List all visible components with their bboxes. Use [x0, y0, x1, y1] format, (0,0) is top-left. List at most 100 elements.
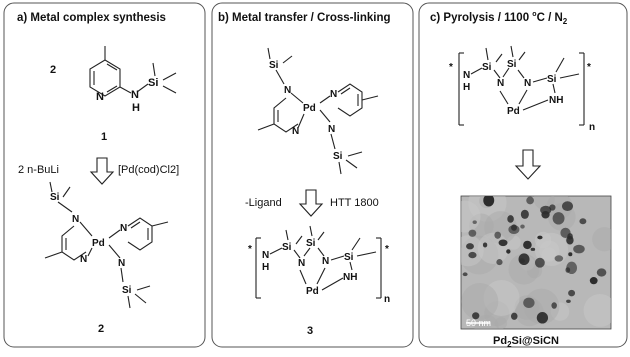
- svg-text:N: N: [96, 91, 104, 103]
- tem-background-mottle: [508, 253, 540, 285]
- tem-nanoparticle: [573, 244, 585, 254]
- svg-text:NH: NH: [549, 95, 563, 106]
- svg-text:Si: Si: [507, 59, 517, 70]
- tem-nanoparticle: [554, 255, 564, 262]
- svg-text:N: N: [72, 214, 79, 225]
- polymer-3-structure: * * N H Si N Si N Si NH Pd n 3: [248, 225, 390, 337]
- tem-background-mottle: [506, 235, 521, 250]
- svg-text:Si: Si: [482, 62, 492, 73]
- tem-nanoparticle: [466, 243, 474, 250]
- tem-background-mottle: [461, 282, 499, 321]
- tem-nanoparticle: [526, 196, 534, 205]
- reagent-coefficient: 2: [50, 64, 56, 76]
- tem-nanoparticle: [541, 211, 550, 219]
- tem-nanoparticle: [537, 235, 543, 240]
- pd-complex-structure: Si N Pd N N N Si: [257, 47, 379, 175]
- svg-text:N: N: [330, 89, 337, 100]
- compound-label-2: 2: [98, 323, 104, 335]
- svg-text:N: N: [292, 126, 299, 137]
- tem-background-mottle: [474, 314, 499, 329]
- reagent-pd-cod: [Pd(cod)Cl2]: [118, 164, 179, 176]
- tem-background-mottle: [494, 317, 508, 329]
- tem-nanoparticle: [520, 224, 525, 229]
- svg-text:N: N: [497, 78, 504, 89]
- compound-1-structure: 2 N N H Si 1: [50, 46, 177, 143]
- svg-text:Pd: Pd: [303, 103, 316, 114]
- svg-text:Si: Si: [50, 192, 60, 203]
- svg-text:Si: Si: [547, 74, 557, 85]
- tem-micrograph: 50 nm: [460, 195, 612, 330]
- tem-nanoparticle: [596, 268, 607, 277]
- svg-text:*: *: [587, 62, 591, 73]
- arrow-b: -Ligand HTT 1800: [245, 189, 379, 217]
- tem-nanoparticle: [507, 215, 514, 223]
- compound-label-3: 3: [307, 325, 313, 337]
- tem-background-mottle: [515, 297, 544, 327]
- tem-nanoparticle: [568, 252, 573, 257]
- svg-text:n: n: [589, 122, 595, 133]
- tem-nanoparticle: [568, 289, 576, 297]
- svg-text:N: N: [262, 250, 269, 261]
- tem-nanoparticle: [530, 247, 536, 251]
- svg-text:Si: Si: [122, 285, 132, 296]
- svg-text:Pd: Pd: [306, 286, 319, 297]
- tem-nanoparticle: [468, 251, 477, 259]
- tem-background-mottle: [477, 232, 509, 264]
- tem-nanoparticle: [462, 272, 468, 277]
- reagent-nbuli: 2 n-BuLi: [18, 164, 59, 176]
- svg-text:*: *: [385, 244, 389, 255]
- panel-c-header: c) Pyrolysis / 1100 oC / N2: [430, 11, 568, 26]
- compound-label-1: 1: [101, 131, 107, 143]
- tem-nanoparticle: [494, 231, 501, 239]
- svg-text:N: N: [284, 85, 291, 96]
- tem-nanoparticle: [549, 204, 556, 211]
- svg-text:Si: Si: [333, 151, 343, 162]
- tem-nanoparticle: [536, 312, 549, 324]
- tem-background-mottle: [468, 196, 507, 222]
- svg-text:N: N: [80, 254, 87, 265]
- tem-nanoparticle: [534, 257, 545, 268]
- tem-background-mottle: [484, 300, 510, 327]
- svg-text:Pd: Pd: [507, 106, 520, 117]
- tem-nanoparticle: [523, 297, 535, 309]
- svg-text:H: H: [262, 262, 269, 273]
- svg-text:H: H: [132, 102, 140, 114]
- panel-b-header: b) Metal transfer / Cross-linking: [218, 12, 391, 24]
- tem-nanoparticle: [579, 218, 587, 225]
- tem-nanoparticle: [566, 299, 571, 303]
- tem-nanoparticle: [472, 312, 480, 320]
- tem-nanoparticle: [560, 227, 571, 238]
- panel-a-frame: [3, 2, 206, 348]
- svg-text:N: N: [131, 89, 139, 101]
- tem-background-mottle: [539, 240, 560, 261]
- svg-text:Si: Si: [344, 252, 354, 263]
- tem-nanoparticle: [472, 220, 477, 225]
- svg-text:Si: Si: [306, 238, 316, 249]
- tem-nanoparticle: [508, 224, 520, 235]
- panel-b-frame: [211, 2, 414, 348]
- tem-background-mottle: [461, 200, 481, 233]
- tem-nanoparticle: [519, 258, 525, 264]
- tem-background-mottle: [583, 293, 611, 327]
- panel-a-header: a) Metal complex synthesis: [17, 12, 166, 24]
- svg-text:*: *: [449, 62, 453, 73]
- svg-text:N: N: [463, 70, 470, 81]
- svg-text:N: N: [120, 223, 127, 234]
- svg-text:N: N: [328, 124, 335, 135]
- svg-text:NH: NH: [343, 272, 357, 283]
- tem-background-mottle: [592, 227, 611, 252]
- svg-text:Si: Si: [269, 60, 279, 71]
- tem-nanoparticle: [498, 239, 508, 247]
- tem-nanoparticle: [468, 229, 477, 237]
- svg-text:*: *: [248, 244, 252, 255]
- scale-bar-label: 50 nm: [466, 318, 491, 328]
- tem-background-mottle: [483, 279, 520, 316]
- arrow-c: [514, 149, 542, 180]
- tem-nanoparticle: [506, 249, 511, 254]
- condition-ligand: -Ligand: [245, 197, 282, 209]
- svg-text:N: N: [118, 258, 125, 269]
- tem-nanoparticle: [496, 259, 503, 266]
- tem-nanoparticle: [482, 242, 488, 248]
- tem-background-mottle: [541, 247, 557, 262]
- tem-background-mottle: [533, 196, 555, 210]
